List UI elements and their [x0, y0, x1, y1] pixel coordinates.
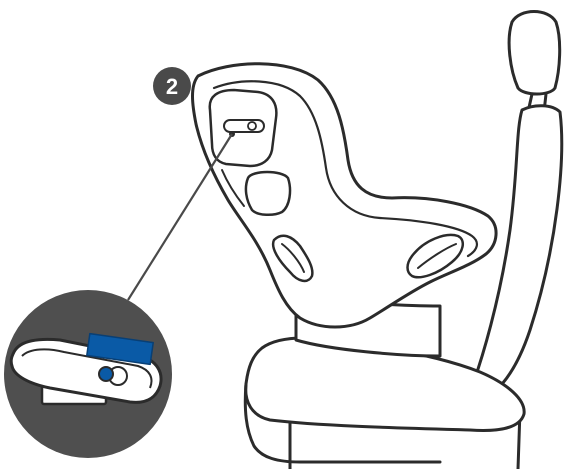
step-badge-number: 2 [166, 74, 178, 99]
child-car-seat-icon [193, 64, 497, 356]
vehicle-headrest [509, 12, 560, 95]
recline-indicator-dot [248, 122, 256, 130]
zoom-leader-line [128, 134, 232, 300]
zoom-indicator-dot [99, 367, 113, 381]
recline-indicator-slot [224, 120, 264, 132]
step-badge: 2 [153, 67, 191, 105]
car-seat-belt-guide [246, 172, 290, 215]
zoom-detail-icon [4, 290, 172, 458]
